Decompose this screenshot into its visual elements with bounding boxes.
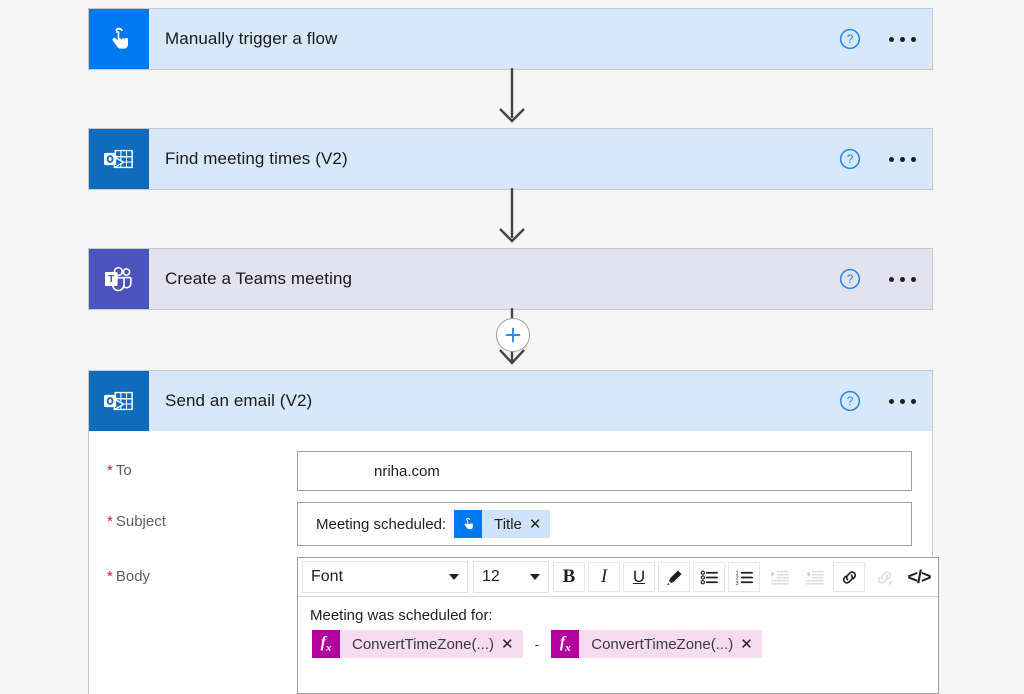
italic-button[interactable]: I	[588, 562, 620, 592]
insert-link-button[interactable]	[833, 562, 865, 592]
remove-token-icon[interactable]: ✕	[740, 635, 753, 653]
card-title: Send an email (V2)	[165, 391, 313, 410]
svg-text:?: ?	[847, 152, 854, 166]
card-header-actions: ?	[839, 129, 918, 189]
numbered-list-button[interactable]: 1 2 3	[728, 562, 760, 592]
flow-designer-canvas: Manually trigger a flow ?	[0, 8, 1024, 694]
chevron-down-icon	[449, 574, 459, 580]
insert-new-step-button[interactable]	[496, 318, 530, 352]
font-family-dropdown[interactable]: Font	[302, 561, 468, 593]
body-field-label: *Body	[107, 568, 151, 585]
increase-indent-icon	[770, 570, 789, 585]
rich-text-toolbar: Font 12 B I U	[298, 558, 938, 597]
increase-indent-button[interactable]	[763, 562, 795, 592]
bulleted-list-button[interactable]	[693, 562, 725, 592]
more-commands-icon[interactable]	[887, 271, 918, 288]
card-header-actions: ?	[839, 9, 918, 69]
decrease-indent-button[interactable]	[798, 562, 830, 592]
bulleted-list-icon	[700, 570, 718, 584]
remove-token-icon[interactable]: ✕	[500, 635, 514, 653]
plus-icon	[505, 327, 521, 343]
flow-connector-1	[0, 68, 1024, 128]
body-token-row: fx ConvertTimeZone(...) ✕ - fx ConvertTi…	[310, 630, 926, 658]
svg-text:?: ?	[847, 32, 854, 46]
card-title: Create a Teams meeting	[165, 269, 353, 288]
token-label: Title	[494, 515, 522, 533]
tap-hand-icon	[89, 9, 149, 69]
more-commands-icon[interactable]	[887, 151, 918, 168]
unlink-icon	[877, 570, 892, 585]
card-title: Manually trigger a flow	[165, 29, 338, 48]
help-icon[interactable]: ?	[839, 268, 861, 290]
flow-step-card-find-meeting-times[interactable]: Find meeting times (V2) ?	[88, 128, 933, 190]
remove-link-button[interactable]	[868, 562, 900, 592]
card-header[interactable]: Manually trigger a flow ?	[89, 9, 932, 69]
card-header[interactable]: T Create a Teams meeting ?	[89, 249, 932, 309]
highlight-button[interactable]	[658, 562, 690, 592]
decrease-indent-icon	[805, 570, 824, 585]
outlook-icon	[89, 129, 149, 189]
body-text-line: Meeting was scheduled for:	[310, 607, 493, 624]
bold-button[interactable]: B	[553, 562, 585, 592]
font-family-value: Font	[311, 568, 344, 585]
help-icon[interactable]: ?	[839, 148, 861, 170]
underline-button[interactable]: U	[623, 562, 655, 592]
form-row-subject: *Subject Meeting scheduled: Ti	[89, 502, 932, 546]
chevron-down-icon	[530, 574, 540, 580]
font-size-dropdown[interactable]: 12	[473, 561, 549, 593]
dynamic-content-token-title[interactable]: Title ✕	[454, 510, 551, 538]
font-size-value: 12	[482, 568, 500, 585]
expression-token-2[interactable]: fx ConvertTimeZone(...) ✕	[551, 630, 762, 658]
numbered-list-icon: 1 2 3	[735, 570, 753, 586]
required-marker: *	[107, 462, 113, 479]
form-row-body: *Body Font 12	[89, 557, 939, 694]
card-title: Find meeting times (V2)	[165, 149, 348, 168]
outlook-icon	[89, 371, 149, 431]
flow-step-card-create-teams-meeting[interactable]: T Create a Teams meeting ?	[88, 248, 933, 310]
body-rich-text-editor[interactable]: Font 12 B I U	[297, 557, 939, 694]
required-marker: *	[107, 568, 113, 585]
help-icon[interactable]: ?	[839, 28, 861, 50]
subject-input[interactable]: Meeting scheduled: Title ✕	[297, 502, 912, 546]
card-header-actions: ?	[839, 371, 918, 431]
flow-connector-2	[0, 188, 1024, 248]
svg-text:?: ?	[847, 394, 854, 408]
subject-static-text: Meeting scheduled:	[316, 515, 447, 533]
to-field-label: *To	[107, 462, 132, 479]
link-icon	[842, 570, 856, 584]
help-icon[interactable]: ?	[839, 390, 861, 412]
highlighter-icon	[666, 569, 682, 585]
token-label: ConvertTimeZone(...)	[591, 635, 734, 653]
fx-icon: fx	[312, 630, 340, 658]
expression-token-1[interactable]: fx ConvertTimeZone(...) ✕	[312, 630, 523, 658]
required-marker: *	[107, 513, 113, 530]
remove-token-icon[interactable]: ✕	[528, 515, 542, 533]
flow-step-card-send-an-email[interactable]: Send an email (V2) ? *To n	[88, 370, 939, 694]
card-header-actions: ?	[839, 249, 918, 309]
subject-field-label: *Subject	[107, 513, 166, 530]
svg-text:?: ?	[847, 272, 854, 286]
teams-icon: T	[89, 249, 149, 309]
to-input[interactable]: nriha.com	[297, 451, 912, 491]
form-row-to: *To nriha.com	[89, 451, 932, 491]
card-header[interactable]: Find meeting times (V2) ?	[89, 129, 932, 189]
to-input-value: nriha.com	[374, 462, 440, 480]
code-view-button[interactable]: </>	[903, 562, 935, 592]
fx-icon: fx	[551, 630, 580, 658]
tap-hand-icon	[454, 510, 483, 538]
svg-text:2: 2	[735, 575, 738, 581]
svg-text:T: T	[108, 274, 115, 285]
body-content-area[interactable]: Meeting was scheduled for: fx ConvertTim…	[298, 597, 938, 693]
more-commands-icon[interactable]	[887, 393, 918, 410]
card-header[interactable]: Send an email (V2) ?	[89, 371, 932, 431]
svg-text:1: 1	[735, 570, 738, 576]
token-separator: -	[534, 636, 540, 652]
flow-step-card-manual-trigger[interactable]: Manually trigger a flow ?	[88, 8, 933, 70]
token-label: ConvertTimeZone(...)	[352, 635, 494, 653]
send-email-form: *To nriha.com *Subject Meeting scheduled…	[89, 451, 939, 694]
more-commands-icon[interactable]	[887, 31, 918, 48]
svg-text:3: 3	[735, 580, 738, 586]
